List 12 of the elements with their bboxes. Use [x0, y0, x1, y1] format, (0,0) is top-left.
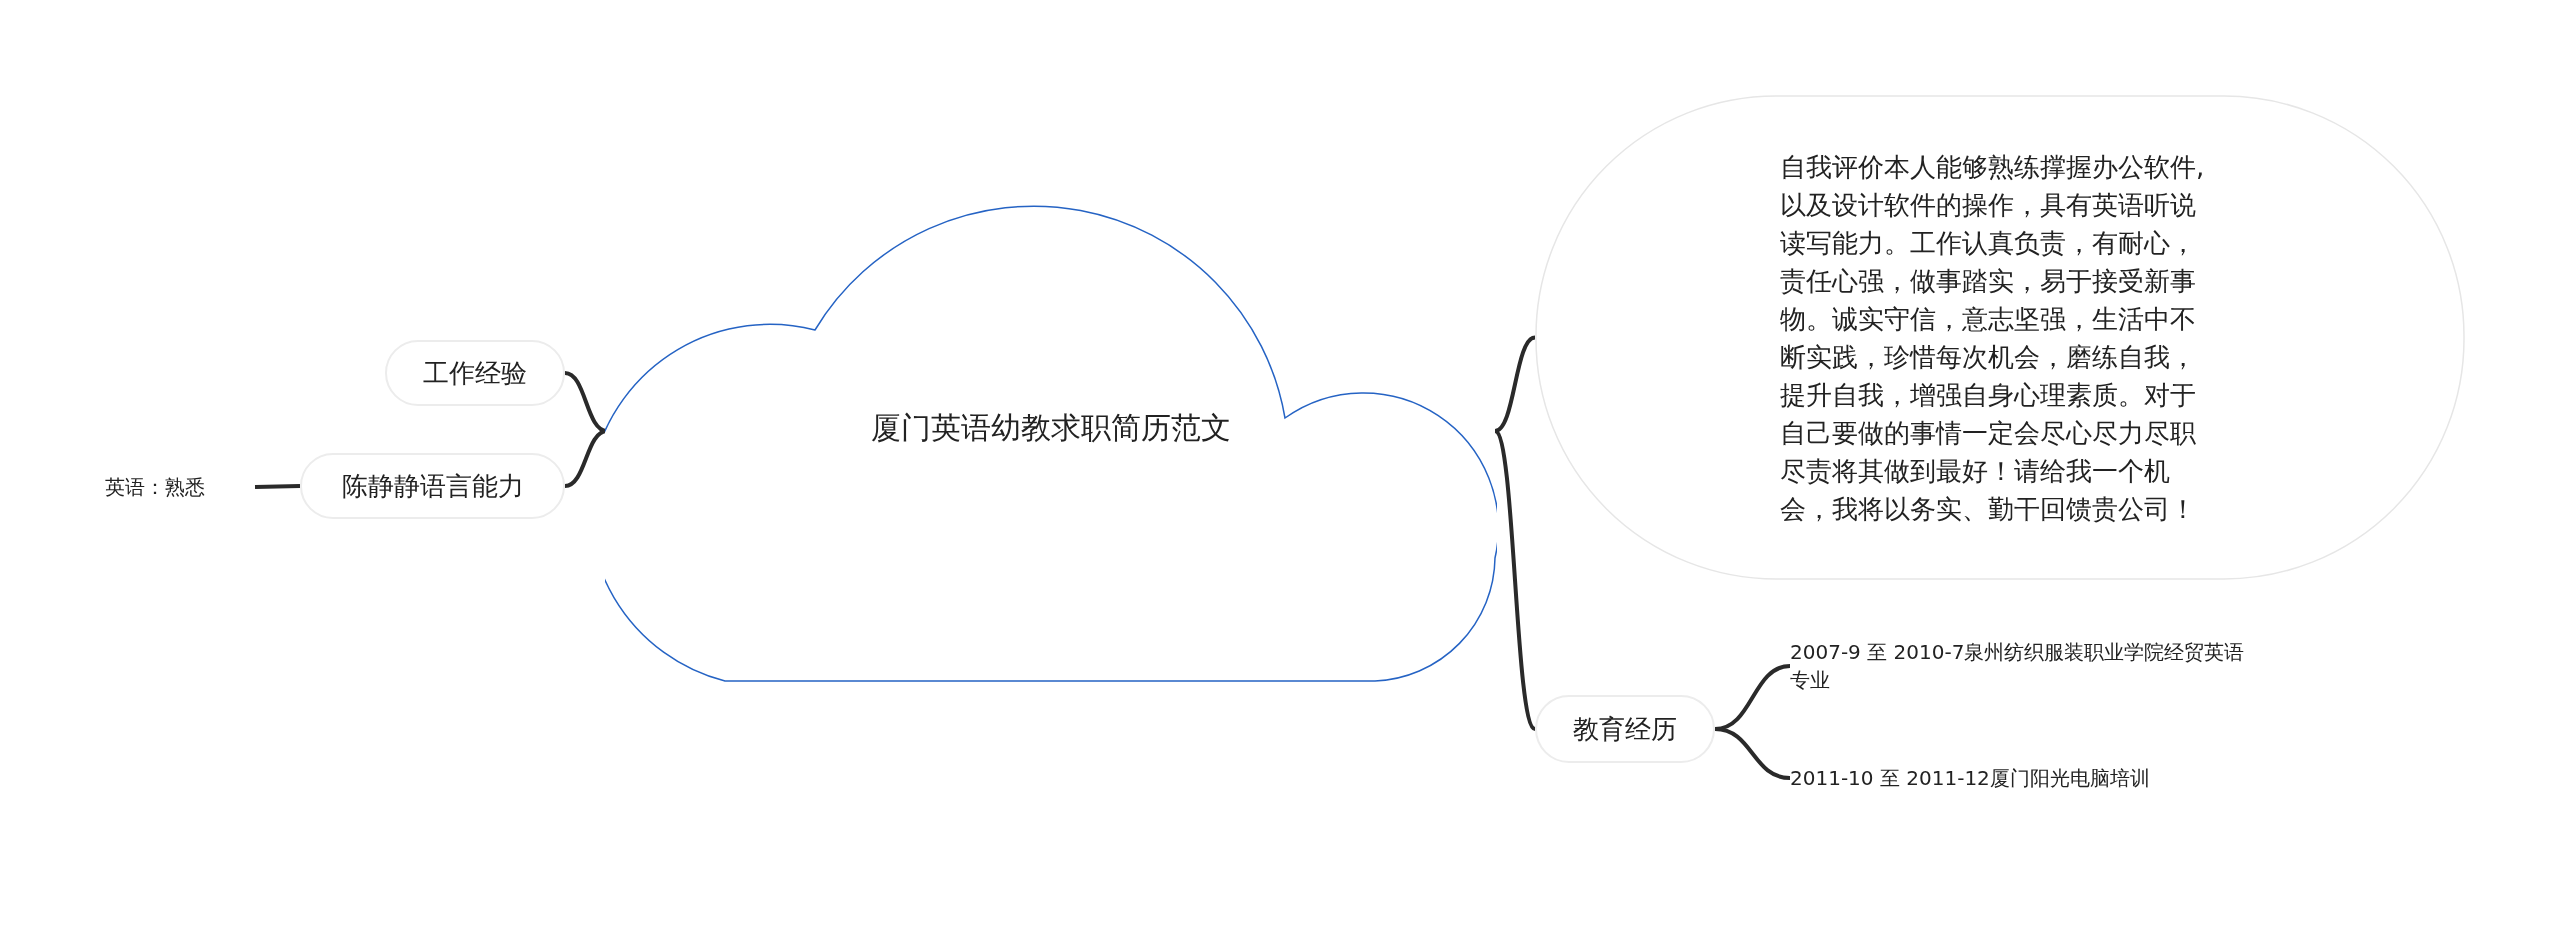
connector-line [1494, 335, 1536, 433]
topic-text: 厦门英语幼教求职简历范文 [870, 409, 1232, 447]
connector-line [254, 484, 301, 489]
connector-line [1493, 429, 1537, 731]
connector-line [1714, 727, 1791, 780]
topic-text: 教育经历 [1573, 712, 1677, 746]
topic-text: 2011-10 至 2011-12厦门阳光电脑培训 [1790, 765, 2150, 792]
topic-text: 2007-9 至 2010-7泉州纺织服装职业学院经贸英语专业 [1790, 639, 2246, 694]
topic-text: 英语：熟悉 [105, 474, 205, 501]
topic-text: 工作经验 [423, 356, 527, 390]
topic-text: 陈静静语言能力 [341, 469, 524, 503]
paragraph-text: 自我评价本人能够熟练撑握办公软件,以及设计软件的操作，具有英语听说读写能力。工作认真负责，有耐心，责任心强，做事踏实，易于接受新事物。诚实守信，意志坚强，生活中不断实践，珍惜每次机会，磨练自我，提升自我，增强自身心理素质。对于自己要做的事情一定会尽心尽力尽职尽责将其做到最好！请给我一个机会，我将以务实、勤干回馈贵公司！ [1780, 150, 2206, 526]
